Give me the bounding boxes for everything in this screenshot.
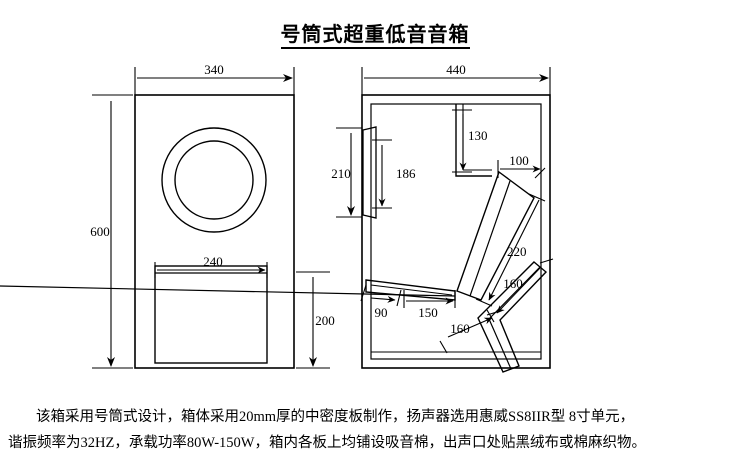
- side-cabinet-outer: [361, 94, 551, 369]
- dim-90-ext-right: [396, 289, 402, 307]
- dim-440-group: [361, 67, 551, 95]
- dim-label-200: 200: [315, 313, 335, 328]
- dim-340-group: [134, 67, 295, 95]
- front-port-outline: [154, 265, 268, 364]
- page-title: 号筒式超重低音音箱: [0, 18, 750, 49]
- driver-baffle-block: [362, 126, 377, 219]
- horn-upper-panel-mid: [469, 180, 511, 297]
- horn-upper-panel-outer: [456, 170, 535, 301]
- page-title-text: 号筒式超重低音音箱: [280, 22, 470, 49]
- horn-lower-v-mid: [488, 266, 541, 320]
- driver-outer-circle: [161, 127, 267, 233]
- dim-90-ext-left: [360, 284, 367, 302]
- dim-label-100: 100: [509, 153, 529, 168]
- dim-label-150: 150: [418, 305, 438, 320]
- driver-inner-circle: [174, 140, 254, 220]
- dim-210-group: [336, 127, 362, 218]
- dim-240-group: [154, 262, 268, 278]
- dim-label-160-b: 160: [450, 321, 470, 336]
- dim-220-group: [475, 193, 546, 307]
- dim-label-220: 220: [507, 244, 527, 259]
- dim-90-line: [370, 295, 396, 303]
- caption-line-1: 该箱采用号筒式设计，箱体采用20mm厚的中密度板制作，扬声器选用惠威SS8IIR…: [36, 409, 635, 425]
- horn-lower-v-mid2: [488, 318, 512, 370]
- dim-label-340: 340: [204, 62, 224, 77]
- dim-130-group: [452, 109, 472, 173]
- dim-160a-leader-top: [539, 258, 554, 264]
- dim-90-group: [360, 284, 402, 307]
- dim-160b-line: [447, 317, 493, 338]
- dim-label-240: 240: [203, 254, 223, 269]
- dim-160b-leader-left: [439, 340, 448, 354]
- horn-bottom-panel-mid: [0, 285, 456, 297]
- side-view-group: [0, 94, 551, 373]
- dim-160b-group: [439, 309, 495, 354]
- top-partition: [455, 104, 492, 177]
- dim-150-group: [403, 290, 456, 308]
- dim-100-leader: [534, 167, 546, 179]
- dim-label-160-a: 160: [503, 276, 523, 291]
- dim-160a-line: [496, 267, 541, 314]
- dim-600-group: [92, 94, 133, 369]
- dim-186-group: [372, 139, 392, 209]
- dim-label-600: 600: [90, 224, 110, 239]
- horn-lower-v-panel-outer: [477, 261, 548, 373]
- dim-220-leader-top: [528, 193, 546, 202]
- drawing-caption: 该箱采用号筒式设计，箱体采用20mm厚的中密度板制作，扬声器选用惠威SS8IIR…: [8, 404, 742, 456]
- front-cabinet-outline: [134, 94, 295, 369]
- dim-label-440: 440: [446, 62, 466, 77]
- dim-100-group: [497, 160, 546, 179]
- dim-label-130: 130: [468, 128, 488, 143]
- dim-220-line: [488, 199, 540, 301]
- dim-160b-leader-right: [486, 309, 495, 323]
- dim-200-group: [296, 271, 330, 369]
- dim-label-210: 210: [331, 166, 351, 181]
- dim-220-leader-bot: [475, 298, 493, 307]
- caption-line-2: 谐振频率为32HZ，承载功率80W-150W，箱内各板上均铺设吸音棉，出声口处贴…: [8, 435, 646, 451]
- dim-label-186: 186: [396, 166, 416, 181]
- front-view-group: [134, 94, 295, 369]
- dim-label-90: 90: [375, 305, 388, 320]
- horn-bottom-inner-fold: [370, 284, 453, 296]
